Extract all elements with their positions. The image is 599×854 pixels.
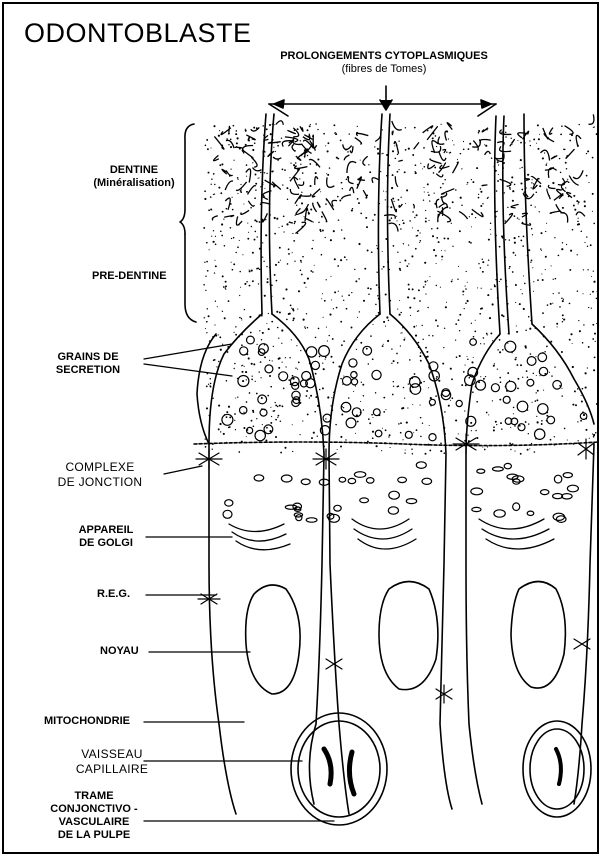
label-vaisseau: VAISSEAU CAPILLAIRE: [72, 747, 152, 777]
page-title: ODONTOBLASTE: [24, 18, 252, 49]
label-complexe-line2: DE JONCTION: [40, 475, 160, 490]
label-complexe: COMPLEXE DE JONCTION: [40, 460, 160, 490]
label-dentine-line1: DENTINE: [84, 164, 184, 177]
label-trame-line4: DE LA PULPE: [44, 829, 144, 842]
label-golgi: APPAREIL DE GOLGI: [66, 524, 146, 550]
label-trame-line1: TRAME: [44, 790, 144, 803]
label-grains-line2: SECRETION: [28, 364, 148, 377]
label-trame-line2: CONJONCTIVO -: [44, 803, 144, 816]
predentine-brace: [185, 234, 196, 322]
label-grains-line1: GRAINS DE: [28, 351, 148, 364]
label-vaisseau-line1: VAISSEAU: [72, 747, 152, 762]
fibres-arrows: [269, 86, 496, 116]
leader-lines: [144, 344, 334, 821]
label-golgi-line2: DE GOLGI: [66, 537, 146, 550]
cell-outlines: [197, 314, 594, 814]
label-dentine: DENTINE (Minéralisation): [84, 164, 184, 190]
secretion-granules: [222, 336, 587, 522]
golgi-stacks: [229, 519, 554, 550]
label-prolongements-line2: (fibres de Tomes): [259, 63, 509, 76]
label-noyau: NOYAU: [100, 645, 139, 658]
label-trame-line3: VASCULAIRE: [44, 816, 144, 829]
junction-line: [194, 442, 599, 446]
label-mitochondrie: MITOCHONDRIE: [44, 715, 130, 728]
label-reg: R.E.G.: [97, 588, 130, 601]
label-predentine: PRE-DENTINE: [92, 270, 167, 283]
label-vaisseau-line2: CAPILLAIRE: [72, 762, 152, 777]
label-complexe-line1: COMPLEXE: [40, 460, 160, 475]
label-golgi-line1: APPAREIL: [66, 524, 146, 537]
label-prolongements: PROLONGEMENTS CYTOPLASMIQUES (fibres de …: [259, 50, 509, 76]
label-grains: GRAINS DE SECRETION: [28, 351, 148, 377]
label-dentine-line2: (Minéralisation): [84, 177, 184, 190]
label-trame: TRAME CONJONCTIVO - VASCULAIRE DE LA PUL…: [44, 790, 144, 842]
nuclei: [246, 582, 566, 695]
junction-complexes: [196, 434, 594, 703]
label-prolongements-line1: PROLONGEMENTS CYTOPLASMIQUES: [259, 50, 509, 63]
